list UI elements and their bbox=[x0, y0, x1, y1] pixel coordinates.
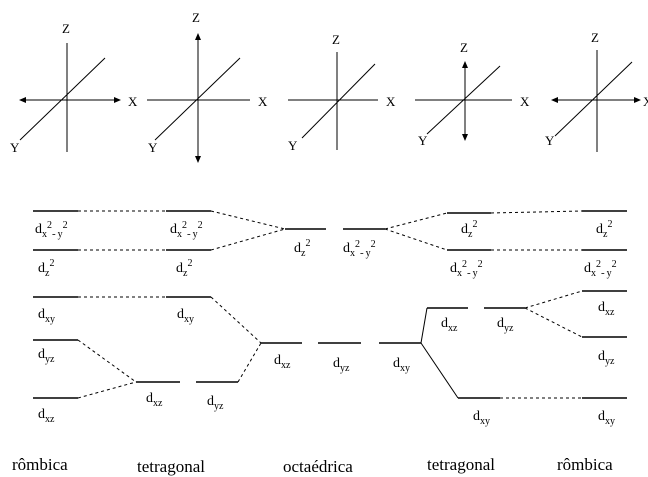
geometry-label-tetragonal-right: tetragonal bbox=[427, 455, 495, 474]
axis-x-label: X bbox=[643, 94, 648, 109]
axis-system-2: Z X Y bbox=[147, 10, 268, 163]
orbital-label-dz2: dz2 bbox=[596, 219, 612, 240]
geometry-labels: rômbica tetragonal octaédrica tetragonal… bbox=[12, 455, 613, 476]
orbital-label-dxz: dxz bbox=[274, 353, 291, 371]
axis-z-label: Z bbox=[192, 10, 200, 25]
axis-y-label: Y bbox=[10, 140, 20, 155]
axis-system-1: Z X Y bbox=[10, 21, 138, 155]
axis-z-label: Z bbox=[332, 32, 340, 47]
orbital-label-dz2: dz2 bbox=[176, 258, 192, 279]
axis-x-label: X bbox=[520, 94, 530, 109]
orbital-label-dxz: dxz bbox=[146, 391, 163, 409]
geometry-label-octahedral: octaédrica bbox=[283, 457, 353, 476]
orbital-label-dxy: dxy bbox=[38, 307, 55, 325]
orbital-label-dxz: dxz bbox=[441, 316, 458, 334]
axis-y-label: Y bbox=[148, 140, 158, 155]
orbital-label-dxz: dxz bbox=[38, 407, 55, 425]
orbital-label-dx2y2: dx2-y2 bbox=[35, 220, 68, 240]
orbital-label-dyz: dyz bbox=[598, 349, 615, 367]
orbital-label-dz2: dz2 bbox=[294, 238, 310, 259]
axis-y-label: Y bbox=[288, 138, 298, 153]
orbital-label-dx2y2: dx2-y2 bbox=[450, 259, 483, 279]
orbital-label-dz2: dz2 bbox=[38, 258, 54, 279]
orbital-label-dyz: dyz bbox=[333, 356, 350, 374]
orbital-label-dxz: dxz bbox=[598, 300, 615, 318]
geometry-label-rhombic-left: rômbica bbox=[12, 455, 68, 474]
axis-x-label: X bbox=[258, 94, 268, 109]
orbital-label-dxy: dxy bbox=[598, 409, 615, 427]
axis-z-label: Z bbox=[62, 21, 70, 36]
orbital-label-dxy: dxy bbox=[473, 409, 490, 427]
axis-x-label: X bbox=[128, 94, 138, 109]
axis-system-5: Z X Y bbox=[545, 30, 648, 152]
orbital-labels: dx2-y2 dz2 dxy dyz dxz dx2-y2 dz2 dxy dx… bbox=[35, 219, 617, 427]
orbital-label-dxy: dxy bbox=[393, 356, 410, 374]
axis-y-label: Y bbox=[418, 133, 428, 148]
axis-z-label: Z bbox=[591, 30, 599, 45]
axis-x-label: X bbox=[386, 94, 396, 109]
orbital-label-dz2: dz2 bbox=[461, 219, 477, 240]
orbital-label-dyz: dyz bbox=[38, 347, 55, 365]
orbital-label-dyz: dyz bbox=[207, 394, 224, 412]
axis-system-3: Z X Y bbox=[288, 32, 396, 153]
geometry-label-rhombic-right: rômbica bbox=[557, 455, 613, 474]
axis-system-4: Z X Y bbox=[415, 40, 530, 148]
axis-y-label: Y bbox=[545, 133, 555, 148]
orbital-label-dyz: dyz bbox=[497, 316, 514, 334]
correlation-lines bbox=[77, 210, 583, 399]
orbital-label-dx2y2: dx2-y2 bbox=[170, 220, 203, 240]
orbital-label-dx2y2: dx2-y2 bbox=[584, 259, 617, 279]
geometry-label-tetragonal-left: tetragonal bbox=[137, 457, 205, 476]
energy-levels bbox=[33, 210, 627, 399]
orbital-label-dx2y2: dx2-y2 bbox=[343, 239, 376, 259]
axis-z-label: Z bbox=[460, 40, 468, 55]
orbital-label-dxy: dxy bbox=[177, 307, 194, 325]
